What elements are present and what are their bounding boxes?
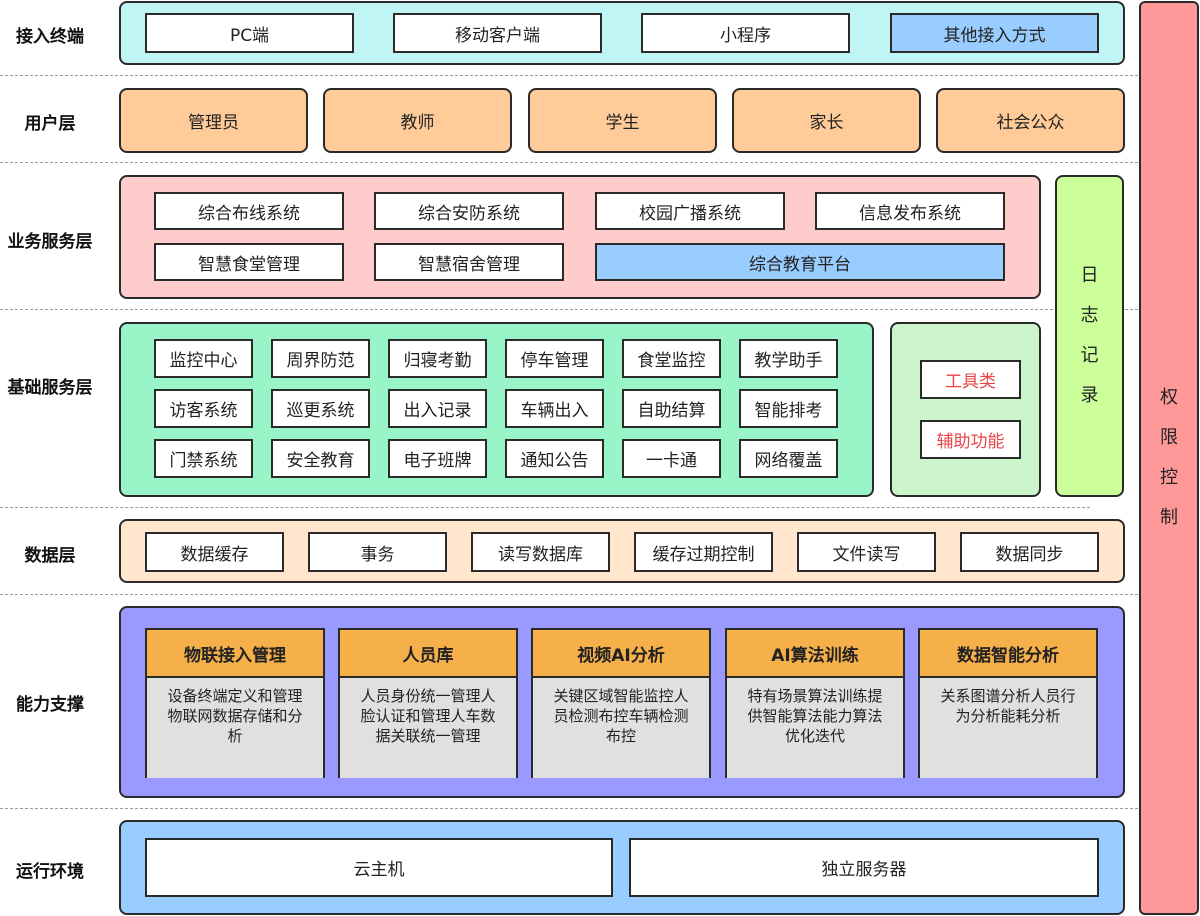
basic-service-item: 出入记录 [388,389,487,428]
data-item: 事务 [308,532,447,572]
capability-title: 数据智能分析 [920,630,1096,678]
permission-panel: 权 限 控 制 [1139,1,1199,915]
basic-service-item: 监控中心 [154,339,253,378]
access-pc: PC端 [145,13,354,53]
log-char: 记 [1080,345,1099,366]
capability-desc: 关系图谱分析人员行为分析能耗分析 [920,678,1096,778]
basic-service-item: 停车管理 [505,339,604,378]
permission-char: 限 [1160,427,1178,448]
log-char: 志 [1080,305,1099,326]
user-admin: 管理员 [119,88,308,153]
layer-label-user: 用户层 [24,114,76,134]
business-item: 智慧宿舍管理 [374,243,564,281]
separator [0,162,1138,163]
runtime-item: 云主机 [145,838,613,897]
basic-service-item: 网络覆盖 [739,439,838,478]
business-item: 校园广播系统 [595,192,785,230]
layer-label-runtime: 运行环境 [16,862,84,882]
access-miniprogram: 小程序 [641,13,850,53]
user-public: 社会公众 [936,88,1125,153]
capability-title: AI算法训练 [727,630,903,678]
capability-card: AI算法训练 特有场景算法训练提供智能算法能力算法优化迭代 [725,628,905,778]
basic-service-item: 电子班牌 [388,439,487,478]
business-item: 智慧食堂管理 [154,243,344,281]
layer-label-business: 业务服务层 [7,232,93,252]
capability-card: 人员库 人员身份统一管理人脸认证和管理人车数据关联统一管理 [338,628,518,778]
basic-service-item: 车辆出入 [505,389,604,428]
layer-label-capability: 能力支撑 [16,695,84,715]
business-item: 信息发布系统 [815,192,1005,230]
log-char: 日 [1080,265,1099,286]
data-panel [119,519,1125,583]
layer-label-access: 接入终端 [16,27,84,47]
tool-item: 工具类 [920,360,1021,399]
capability-desc: 特有场景算法训练提供智能算法能力算法优化迭代 [727,678,903,778]
capability-card: 数据智能分析 关系图谱分析人员行为分析能耗分析 [918,628,1098,778]
tools-panel [890,322,1041,497]
basic-service-item: 归寝考勤 [388,339,487,378]
basic-service-item: 食堂监控 [622,339,721,378]
runtime-item: 独立服务器 [629,838,1099,897]
business-item: 综合安防系统 [374,192,564,230]
basic-service-item: 一卡通 [622,439,721,478]
capability-desc: 关键区域智能监控人员检测布控车辆检测布控 [533,678,709,778]
layer-label-data: 数据层 [24,546,76,566]
layer-label-basic: 基础服务层 [7,378,93,398]
capability-card: 物联接入管理 设备终端定义和管理物联网数据存储和分析 [145,628,325,778]
user-teacher: 教师 [323,88,512,153]
data-item: 数据同步 [960,532,1099,572]
capability-title: 人员库 [340,630,516,678]
user-parent: 家长 [732,88,921,153]
separator [0,594,1138,595]
separator [0,309,1138,310]
basic-service-item: 周界防范 [271,339,370,378]
log-char: 录 [1080,385,1099,406]
capability-desc: 设备终端定义和管理物联网数据存储和分析 [147,678,323,778]
business-item: 综合布线系统 [154,192,344,230]
basic-service-item: 访客系统 [154,389,253,428]
data-item: 缓存过期控制 [634,532,773,572]
separator [0,507,1090,508]
user-student: 学生 [528,88,717,153]
capability-desc: 人员身份统一管理人脸认证和管理人车数据关联统一管理 [340,678,516,778]
basic-service-item: 巡更系统 [271,389,370,428]
basic-service-item: 智能排考 [739,389,838,428]
permission-char: 控 [1160,467,1178,488]
permission-char: 制 [1160,507,1178,528]
basic-service-item: 自助结算 [622,389,721,428]
basic-service-item: 门禁系统 [154,439,253,478]
permission-char: 权 [1160,387,1178,408]
access-mobile: 移动客户端 [393,13,602,53]
log-panel: 日 志 记 录 [1055,175,1124,497]
separator [0,75,1138,76]
capability-title: 物联接入管理 [147,630,323,678]
tool-item: 辅助功能 [920,420,1021,459]
data-item: 读写数据库 [471,532,610,572]
separator [0,808,1138,809]
capability-title: 视频AI分析 [533,630,709,678]
capability-card: 视频AI分析 关键区域智能监控人员检测布控车辆检测布控 [531,628,711,778]
access-other: 其他接入方式 [890,13,1099,53]
data-item: 数据缓存 [145,532,284,572]
basic-service-item: 安全教育 [271,439,370,478]
basic-service-item: 教学助手 [739,339,838,378]
basic-service-item: 通知公告 [505,439,604,478]
business-platform: 综合教育平台 [595,243,1005,281]
data-item: 文件读写 [797,532,936,572]
